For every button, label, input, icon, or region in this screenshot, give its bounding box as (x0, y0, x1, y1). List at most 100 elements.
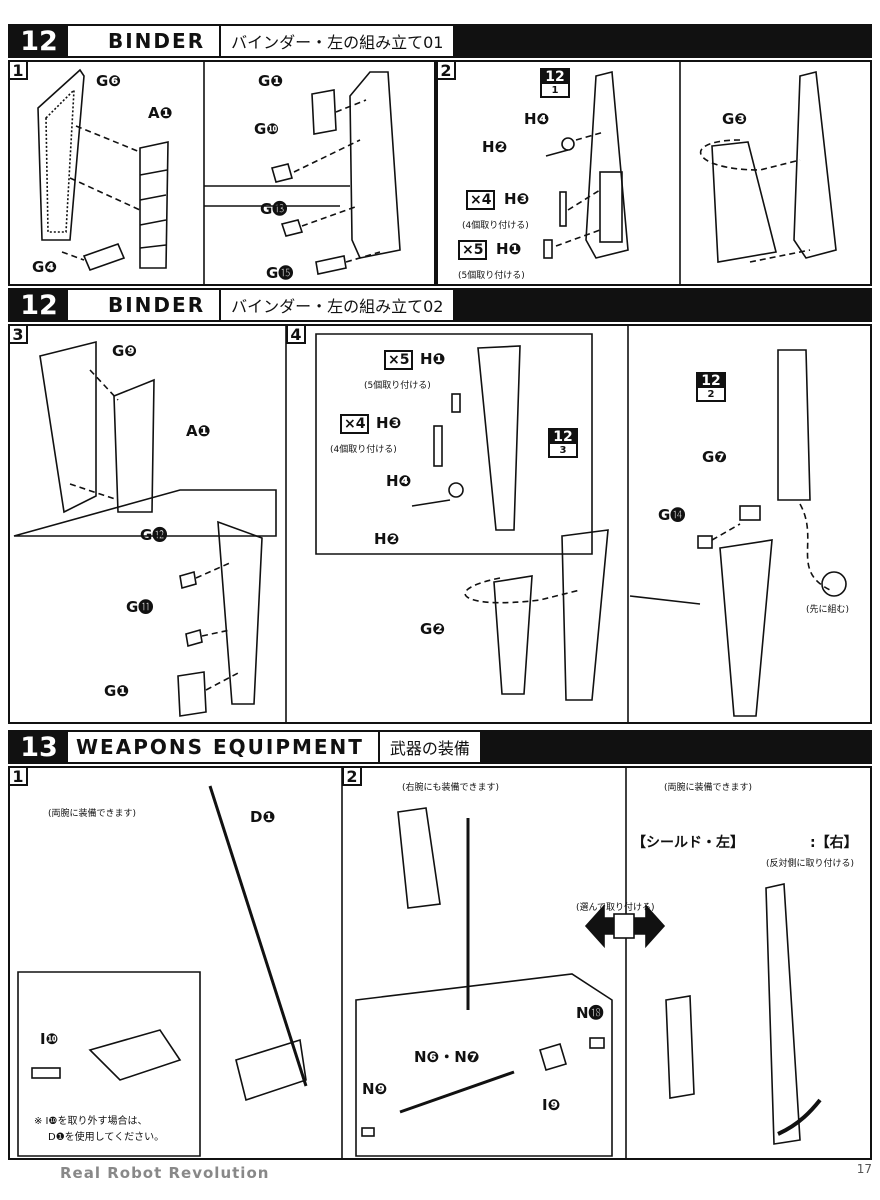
part-h4 (448, 482, 464, 498)
label-g14: G⓮ (658, 506, 686, 524)
section-subtitle: バインダー・左の組み立て01 (221, 26, 456, 56)
inset-box (355, 973, 613, 1157)
part-h4 (561, 137, 575, 151)
arm-part (235, 1038, 307, 1102)
part-g15 (315, 255, 347, 275)
footer-brand: Real Robot Revolution (60, 1164, 270, 1182)
note-remove-2: D❶を使用してください。 (48, 1132, 165, 1143)
part-h2 (545, 149, 569, 157)
note-both-arms-2: (両腕に装備できます) (664, 783, 753, 793)
label-g2: G❷ (420, 620, 446, 638)
binder-frame (39, 340, 97, 514)
section-title: BINDER (68, 290, 222, 320)
multiplier-x5: ×5 (384, 350, 414, 370)
note-choose: (選んで取り付ける) (576, 903, 655, 913)
note-right-arm: (右腕にも装備できます) (402, 783, 500, 793)
part-h3 (433, 425, 443, 467)
section-title: WEAPONS EQUIPMENT (68, 732, 380, 762)
part-g1 (177, 671, 207, 717)
step-number-4: 4 (286, 324, 306, 344)
part-n9 (361, 1127, 375, 1137)
label-shield-left: 【シールド・左】 (632, 835, 744, 851)
part-g13 (280, 219, 304, 237)
part-g10 (271, 163, 293, 183)
part-g12 (179, 570, 197, 590)
cover-g2 (493, 575, 533, 695)
note-precombine: (先に組む) (806, 605, 850, 615)
section-number: 13 (10, 732, 68, 763)
section-subtitle: 武器の装備 (380, 732, 482, 762)
step-number-3: 3 (8, 324, 28, 344)
header-bar (481, 732, 870, 762)
panel-weapons (8, 766, 872, 1160)
part-g4 (82, 242, 126, 272)
arm-part (665, 995, 695, 1099)
label-h4: H❹ (524, 110, 550, 128)
section-header-13: 13 WEAPONS EQUIPMENT 武器の装備 (8, 730, 872, 764)
section-header-12-1: 12 BINDER バインダー・左の組み立て01 (8, 24, 872, 58)
divider (13, 489, 277, 537)
step-number-w2: 2 (342, 766, 362, 786)
label-i9: I❾ (542, 1096, 561, 1114)
part-h1 (543, 239, 553, 259)
label-g9: G❾ (112, 342, 138, 360)
part-g14 (697, 535, 713, 549)
note-reverse: (反対側に取り付ける) (766, 859, 855, 869)
multiplier-x5: ×5 (458, 240, 488, 260)
part-i9 (539, 1043, 567, 1071)
binder-assembly (585, 70, 629, 259)
label-n6-n7: N❻・N❼ (414, 1048, 480, 1066)
rotate-arrow (777, 1098, 822, 1136)
label-g13: G⓭ (260, 200, 288, 218)
label-n18: N⓲ (576, 1004, 604, 1022)
binder-inner-frame (217, 520, 263, 705)
arm-part (397, 807, 441, 909)
binder-frame (37, 68, 85, 241)
label-g7: G❼ (702, 448, 728, 466)
binder-frame (477, 345, 521, 531)
binder-assembly-3 (719, 539, 773, 717)
label-g11: G⓫ (126, 598, 154, 616)
header-bar (455, 26, 870, 56)
label-shield-right: :【右】 (810, 835, 858, 851)
part-i10 (31, 1067, 61, 1079)
binder-inner-frame (349, 71, 401, 259)
header-bar (455, 290, 870, 320)
label-g1: G❶ (258, 72, 284, 90)
step-number-2: 2 (436, 60, 456, 80)
armor-panel-a1 (113, 378, 155, 513)
label-h2: H❷ (374, 530, 400, 548)
label-g3: G❸ (722, 110, 748, 128)
multiplier-x4: ×4 (340, 414, 370, 434)
note-both-arms: (両腕に装備できます) (48, 809, 137, 819)
part-n18 (589, 1037, 605, 1049)
label-i10: I❿ (40, 1030, 59, 1048)
note-five: (5個取り付ける) (458, 271, 525, 281)
panel-step-3 (8, 324, 872, 724)
armor-panel-a1 (139, 141, 169, 269)
section-number: 12 (10, 26, 68, 57)
step-number-w1: 1 (8, 766, 28, 786)
shield (765, 883, 801, 1145)
label-h1: H❶ (420, 350, 446, 368)
label-g1-b: G❶ (104, 682, 130, 700)
cover-g3 (711, 141, 777, 263)
inset-box (315, 333, 593, 555)
label-g4: G❹ (32, 258, 58, 276)
precombine-icon (821, 571, 847, 597)
part-h1 (451, 393, 461, 413)
label-h3: H❸ (504, 190, 530, 208)
binder-assembly (793, 71, 837, 259)
part-h3 (559, 191, 567, 227)
note-five: (5個取り付ける) (364, 381, 431, 391)
note-four: (4個取り付ける) (462, 221, 529, 231)
page-number: 17 (856, 1162, 872, 1176)
label-n9: N❾ (362, 1080, 388, 1098)
section-subtitle: バインダー・左の組み立て02 (221, 290, 456, 320)
note-remove-1: ※ I❿を取り外す場合は、 (34, 1116, 148, 1127)
label-a1: A❶ (148, 104, 173, 122)
